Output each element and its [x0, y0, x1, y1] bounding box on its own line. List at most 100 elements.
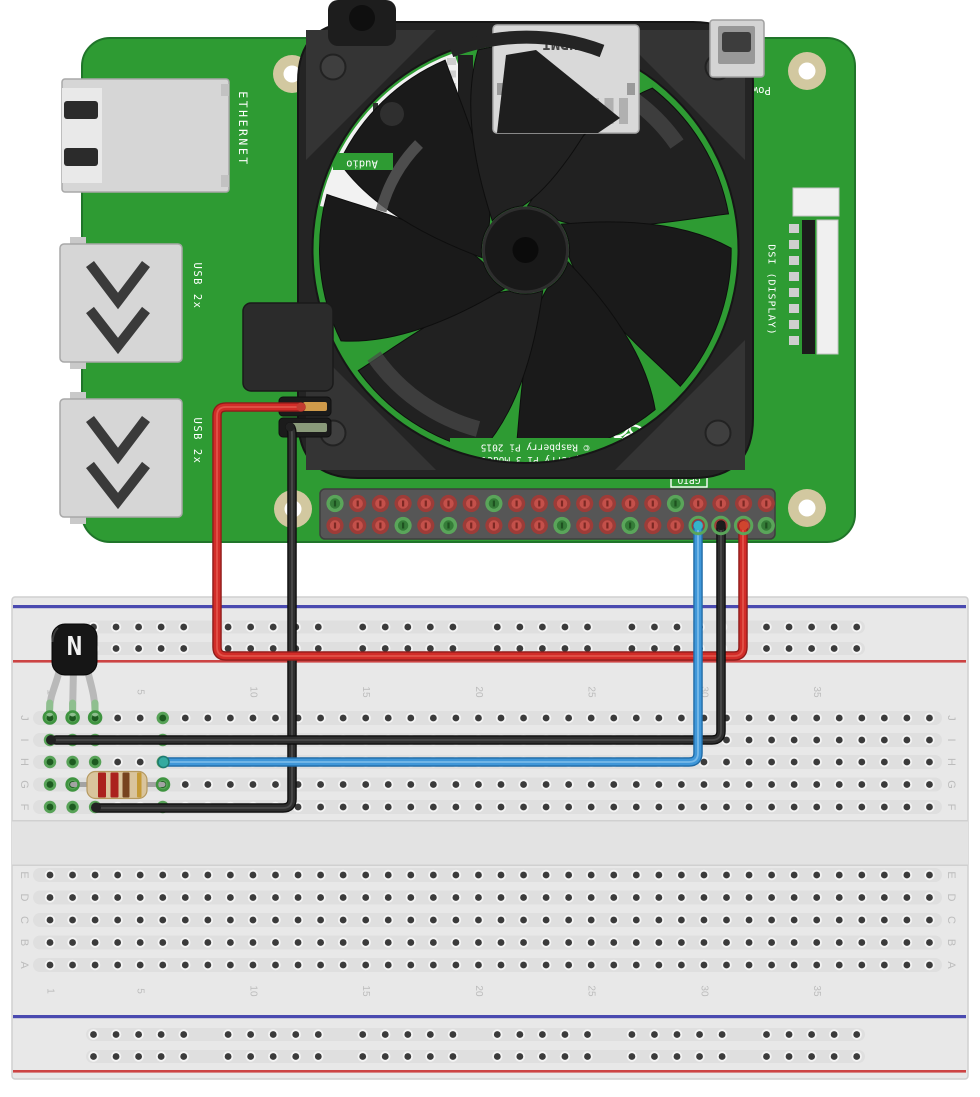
hole-center [384, 871, 392, 879]
usb-top-label: USB 2x [191, 263, 203, 310]
hole-center [655, 871, 663, 879]
hole-center [835, 871, 843, 879]
hole-center [858, 916, 866, 924]
hole-center [339, 781, 347, 788]
rail-hole-center [539, 1053, 546, 1060]
hole-center [114, 714, 122, 722]
hole-center [790, 781, 798, 788]
hole-center [565, 894, 573, 901]
hole-center [249, 871, 257, 879]
mounting-hole-top-right [788, 52, 826, 90]
hole-center [655, 894, 663, 901]
rail-hole-center [247, 623, 255, 631]
hole-center [317, 894, 324, 901]
rail-hole-center [404, 1053, 412, 1060]
hole-center [587, 871, 595, 879]
gpio-pin-mark [742, 500, 745, 507]
hole-center [723, 894, 730, 901]
rail-hole-center [247, 645, 255, 652]
hole-center [858, 736, 866, 744]
hole-center [114, 871, 122, 879]
hole-center [384, 894, 392, 901]
hole-center [69, 803, 76, 811]
rail-hole-center [449, 1031, 457, 1038]
board-copyright-text: © Raspberry Pi 2015 [481, 442, 590, 453]
wire-black-fan-ground [91, 422, 297, 813]
rail-hole-center [516, 645, 524, 652]
row-label: J [18, 715, 30, 721]
hole-center [227, 781, 234, 788]
hole-center [91, 939, 99, 946]
gpio-pin-mark [538, 522, 541, 529]
fan-blade [357, 289, 544, 452]
hole-center [69, 871, 76, 879]
hole-center [294, 871, 302, 879]
hole-center [587, 916, 595, 924]
fan-blade [560, 221, 732, 387]
transistor-body [51, 623, 98, 676]
gpio-pin-mark [629, 500, 632, 507]
gpio-pin-mark [515, 522, 518, 529]
row-label: B [945, 939, 957, 946]
column-number: 5 [135, 689, 146, 695]
hole-center [294, 939, 302, 946]
transistor-highlight [51, 627, 59, 643]
hole-center [745, 803, 753, 811]
wire-end [157, 755, 170, 769]
hole-center [632, 803, 640, 811]
gpio-pin-mark [333, 500, 337, 507]
gpio-pin-mark [583, 500, 586, 507]
gpio-pin-mark [333, 522, 337, 529]
wire-red-5v [212, 402, 748, 661]
resistor-band-2 [110, 772, 119, 798]
rail-hole-center [853, 645, 861, 652]
rail-hole-center [269, 645, 277, 652]
hole-center [768, 939, 775, 946]
row-label: G [18, 780, 30, 789]
hole-center [497, 916, 505, 924]
hole-center [655, 916, 663, 924]
hole-center [632, 894, 640, 901]
hole-center [159, 916, 167, 924]
rail-hole-center [404, 645, 412, 652]
hole-center [452, 916, 460, 924]
hole-center [362, 803, 370, 811]
hole-center [46, 939, 54, 946]
hole-center [813, 939, 821, 946]
hole-center [475, 803, 482, 811]
hole-center [768, 916, 775, 924]
hole-center [880, 939, 888, 946]
hole-center [339, 871, 347, 879]
hole-center [294, 961, 302, 969]
hole-center [452, 961, 460, 969]
hole-center [294, 803, 302, 811]
rail-hole-center [808, 1031, 815, 1038]
transistor-leg-socket [87, 710, 103, 725]
hole-center [858, 714, 866, 722]
hole-center [317, 916, 324, 924]
row-band [33, 958, 942, 972]
rail-hole-center [763, 1031, 770, 1038]
hole-center [227, 894, 234, 901]
hole-center [69, 916, 76, 924]
hole-center [204, 871, 212, 879]
rail-hole-center [516, 1031, 524, 1038]
rail-hole-center [269, 1031, 277, 1038]
rail-hole-center [426, 1031, 434, 1038]
hole-center [46, 803, 54, 811]
hole-center [678, 894, 685, 901]
rail-hole-center [247, 1031, 255, 1038]
rail-hole-center [651, 1053, 658, 1060]
hole-center [91, 714, 99, 722]
rail-hole-center [426, 645, 434, 652]
hole-center [159, 714, 167, 722]
hole-center [475, 714, 482, 722]
hdmi-pad [627, 83, 635, 95]
rail-hole-center [493, 1031, 501, 1038]
rail-hole-center [381, 645, 389, 652]
hole-center [858, 894, 866, 901]
hole-center [475, 894, 482, 901]
rail-hole-center [516, 1053, 524, 1060]
hole-center [903, 871, 911, 879]
hole-center [249, 961, 257, 969]
